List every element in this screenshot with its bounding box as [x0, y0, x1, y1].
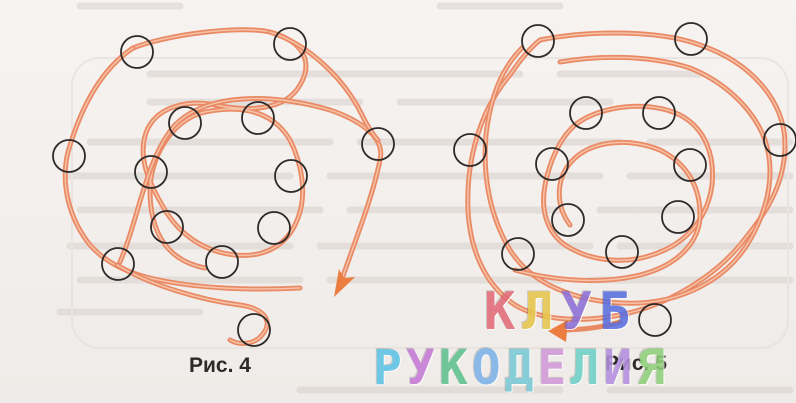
bead	[535, 147, 569, 181]
bead	[673, 148, 707, 182]
bead	[501, 237, 535, 271]
bead	[521, 24, 555, 58]
bead	[134, 155, 168, 189]
bead	[257, 211, 291, 245]
bead	[361, 127, 395, 161]
watermark-letter: Л	[522, 282, 554, 342]
watermark-letter: К	[484, 282, 516, 342]
watermark-line-1: К Л У Б	[484, 286, 630, 338]
bleed-through-text	[56, 2, 794, 394]
bead	[273, 27, 307, 61]
bead	[638, 303, 672, 337]
watermark-letter: Б	[598, 282, 631, 342]
figure-4-caption: Рис. 4	[189, 354, 251, 377]
watermark-letter: У	[405, 340, 435, 396]
bead	[205, 245, 239, 279]
bead	[674, 22, 708, 56]
bead	[101, 247, 135, 281]
bead	[168, 106, 202, 140]
figure-4-cord	[62, 27, 384, 346]
watermark-letter: Л	[570, 340, 600, 396]
bead	[52, 139, 86, 173]
bead	[237, 313, 271, 347]
figure-4-beads	[52, 27, 395, 347]
bead	[274, 159, 308, 193]
watermark-letter: И	[603, 340, 633, 396]
watermark-letter: Д	[504, 340, 534, 396]
figure-4-diagram	[52, 27, 395, 347]
watermark-line-2: Р У К О Д Е Л И Я	[373, 344, 665, 392]
watermark-letter: Я	[636, 340, 666, 396]
figure-5-arrowhead	[548, 320, 568, 342]
watermark-letter: Р	[373, 340, 402, 396]
watermark-letter: Е	[537, 340, 567, 396]
watermark-letter: О	[471, 340, 501, 396]
bead	[763, 123, 796, 157]
figure-5-cord	[465, 30, 788, 333]
figure-5-caption: Рис. 5	[605, 352, 667, 375]
watermark-letter: У	[560, 282, 592, 342]
bead	[551, 203, 585, 237]
bead	[150, 210, 184, 244]
bead	[605, 235, 639, 269]
bead	[120, 35, 154, 69]
bead	[453, 133, 487, 167]
watermark-letter: К	[438, 340, 468, 396]
figure-4-arrowhead	[334, 269, 355, 297]
figure-5-diagram	[453, 22, 796, 342]
bead	[241, 101, 275, 135]
bead	[642, 96, 676, 130]
bead	[569, 96, 603, 130]
bead	[661, 200, 695, 234]
figure-5-beads	[453, 22, 796, 337]
